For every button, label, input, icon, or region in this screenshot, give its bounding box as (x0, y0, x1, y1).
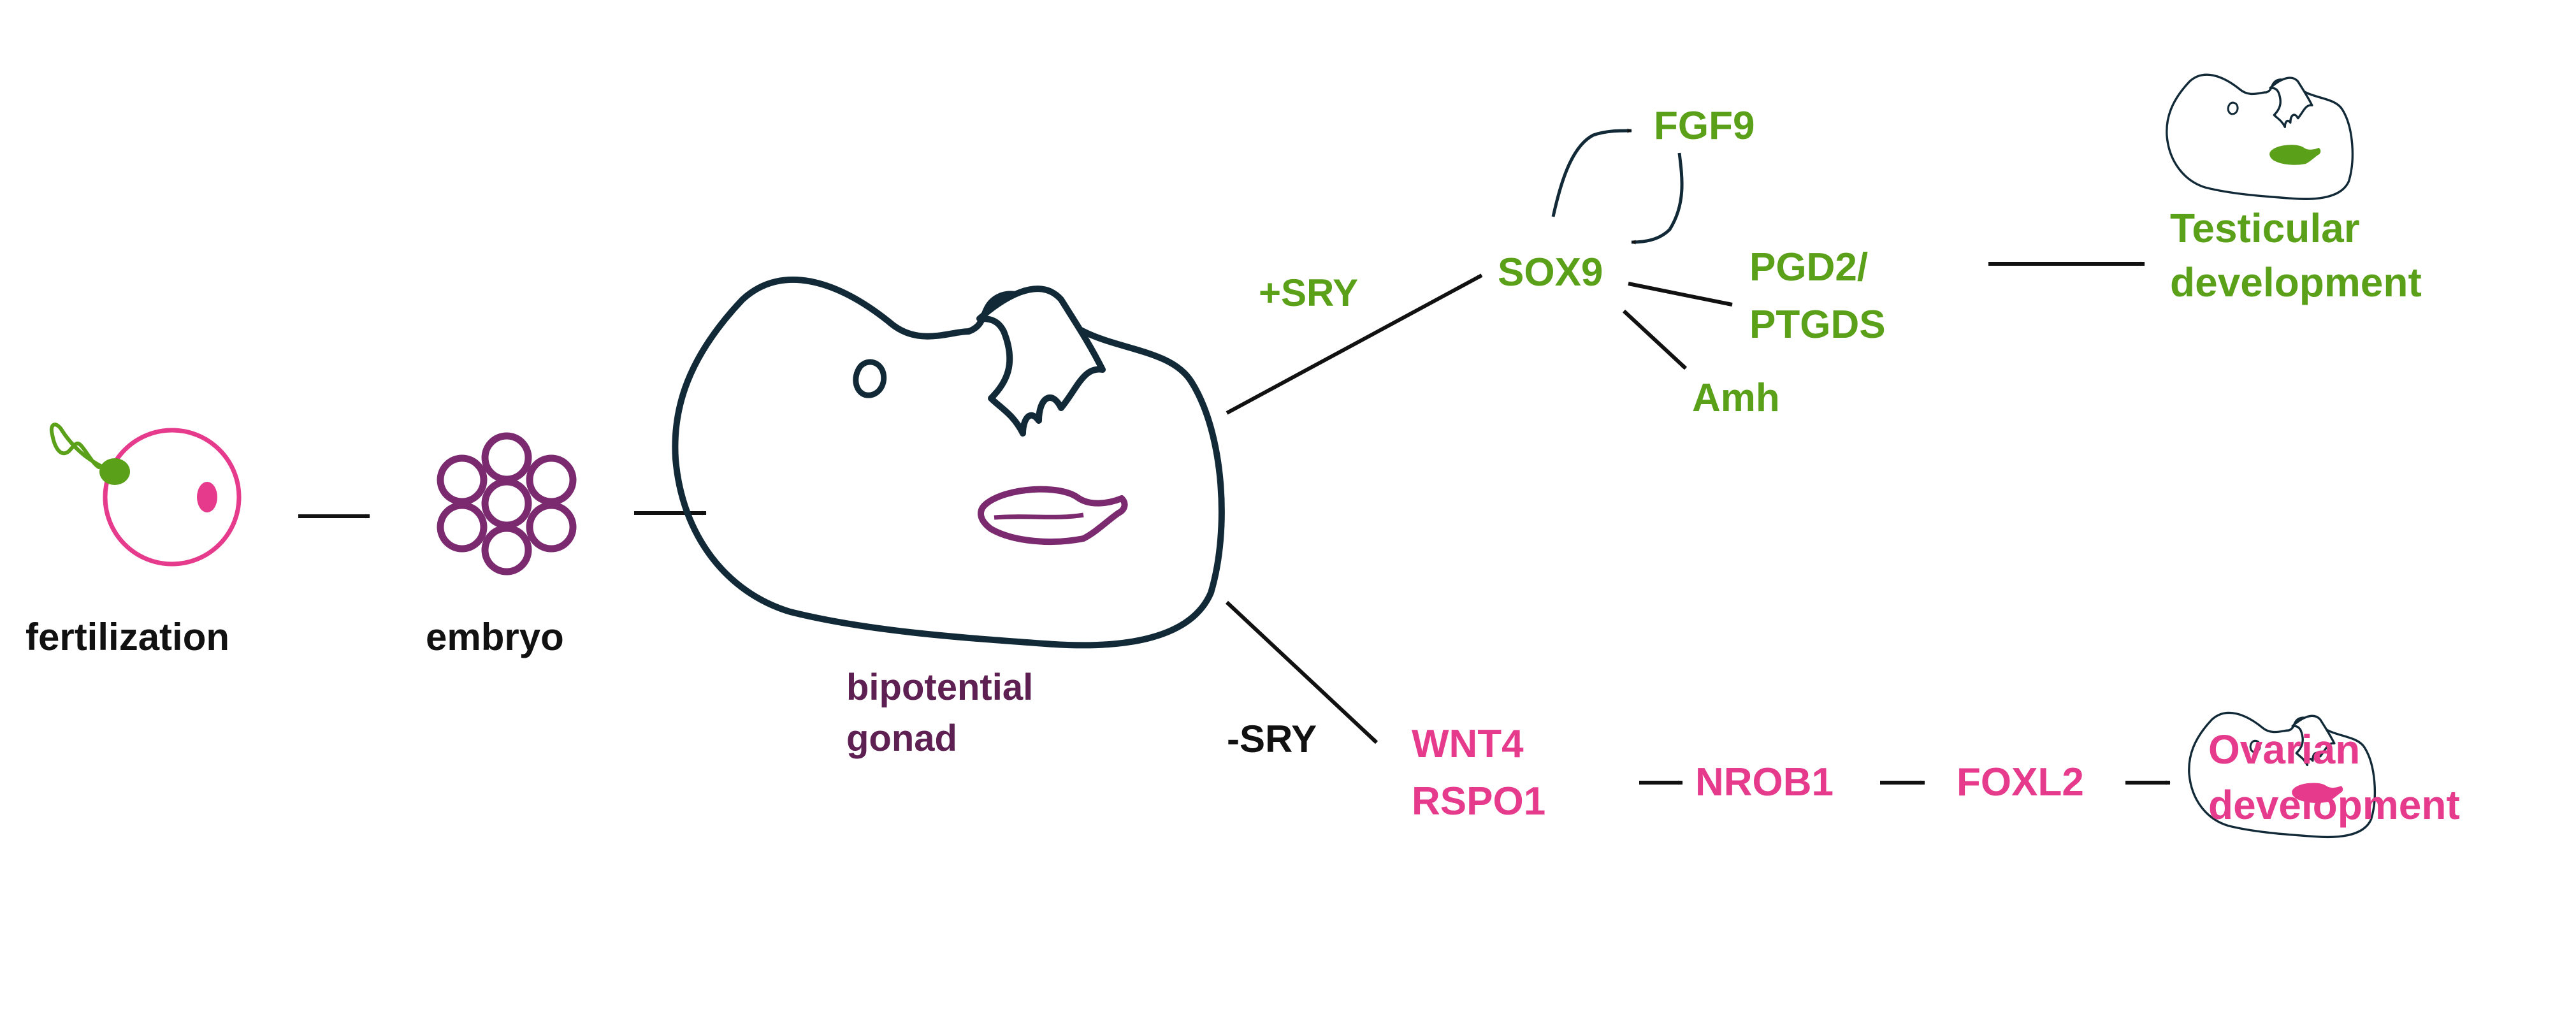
bipotential-label-line1: bipotential (846, 667, 1033, 708)
embryo-ovary-icon (2188, 711, 2377, 839)
fertilization-label: fertilization (25, 616, 229, 658)
nrob1-label: NROB1 (1695, 760, 1834, 804)
pgd2-label-line2: PTGDS (1749, 303, 1886, 347)
arrow-to-sox9 (1226, 273, 1483, 415)
egg-outline (103, 428, 242, 567)
cell-cluster-icon (437, 432, 577, 576)
embryo-testis-icon (2166, 73, 2354, 200)
bipotential-label-line2: gonad (846, 718, 957, 759)
wnt4-label: WNT4 (1412, 722, 1524, 766)
amh-label: Amh (1692, 376, 1780, 420)
ovarian-development-line1: Ovarian (2208, 727, 2360, 772)
testicular-development-line1: Testicular (2170, 205, 2360, 251)
gonad-shape (978, 486, 1128, 545)
arrow-sox9-to-amh (1622, 309, 1688, 370)
sox9-label: SOX9 (1498, 250, 1603, 294)
ovarian-development-line2: development (2208, 782, 2460, 828)
arrow-sox9-to-fgf9 (1551, 128, 1632, 217)
testicular-development-line2: development (2170, 259, 2422, 305)
pgd2-label-line1: PGD2/ (1749, 245, 1868, 289)
gonad-inner-line (994, 512, 1084, 520)
embryo-gonad-icon (675, 280, 1221, 646)
arrow-fgf9-to-sox9 (1631, 152, 1684, 245)
embryo-label: embryo (426, 616, 564, 658)
embryo-outline (675, 280, 1221, 646)
foxl2-label: FOXL2 (1957, 760, 2084, 804)
plus-sry-label: +SRY (1259, 271, 1358, 314)
minus-sry-label: -SRY (1227, 718, 1317, 760)
arrow-sox9-to-pgd2 (1628, 282, 1733, 307)
arrow-to-wnt4 (1225, 600, 1378, 744)
rspo1-label: RSPO1 (1412, 779, 1545, 823)
sperm-tail (49, 423, 112, 472)
sperm-egg-icon (49, 423, 242, 567)
sperm-head (99, 458, 130, 485)
fgf9-label: FGF9 (1654, 104, 1755, 148)
egg-nucleus (197, 482, 217, 512)
